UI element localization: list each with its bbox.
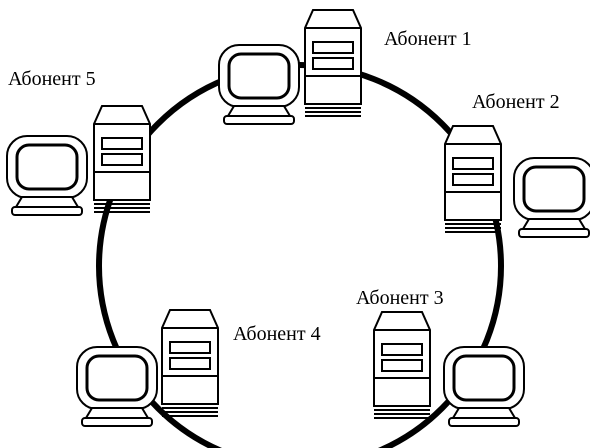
computer-tower-icon xyxy=(161,309,219,417)
subscriber-3-label: Абонент 3 xyxy=(356,287,444,309)
monitor-icon xyxy=(217,43,301,126)
subscriber-4-label: Абонент 4 xyxy=(233,323,321,345)
monitor-icon xyxy=(512,156,590,239)
subscriber-5: Абонент 5 xyxy=(5,68,151,217)
subscriber-1: Абонент 1 xyxy=(217,9,472,126)
subscriber-2-label: Абонент 2 xyxy=(472,91,560,113)
subscriber-1-label: Абонент 1 xyxy=(384,28,472,50)
subscriber-5-label: Абонент 5 xyxy=(8,68,96,90)
subscriber-2: Абонент 2 xyxy=(444,91,590,239)
computer-tower-icon xyxy=(93,105,151,213)
monitor-icon xyxy=(75,345,159,428)
computer-tower-icon xyxy=(373,311,431,419)
monitor-icon xyxy=(5,134,89,217)
subscriber-3: Абонент 3 xyxy=(356,287,526,428)
monitor-icon xyxy=(442,345,526,428)
computer-tower-icon xyxy=(304,9,362,117)
computer-tower-icon xyxy=(444,125,502,233)
ring-connection xyxy=(96,62,504,448)
subscriber-4: Абонент 4 xyxy=(75,309,321,428)
